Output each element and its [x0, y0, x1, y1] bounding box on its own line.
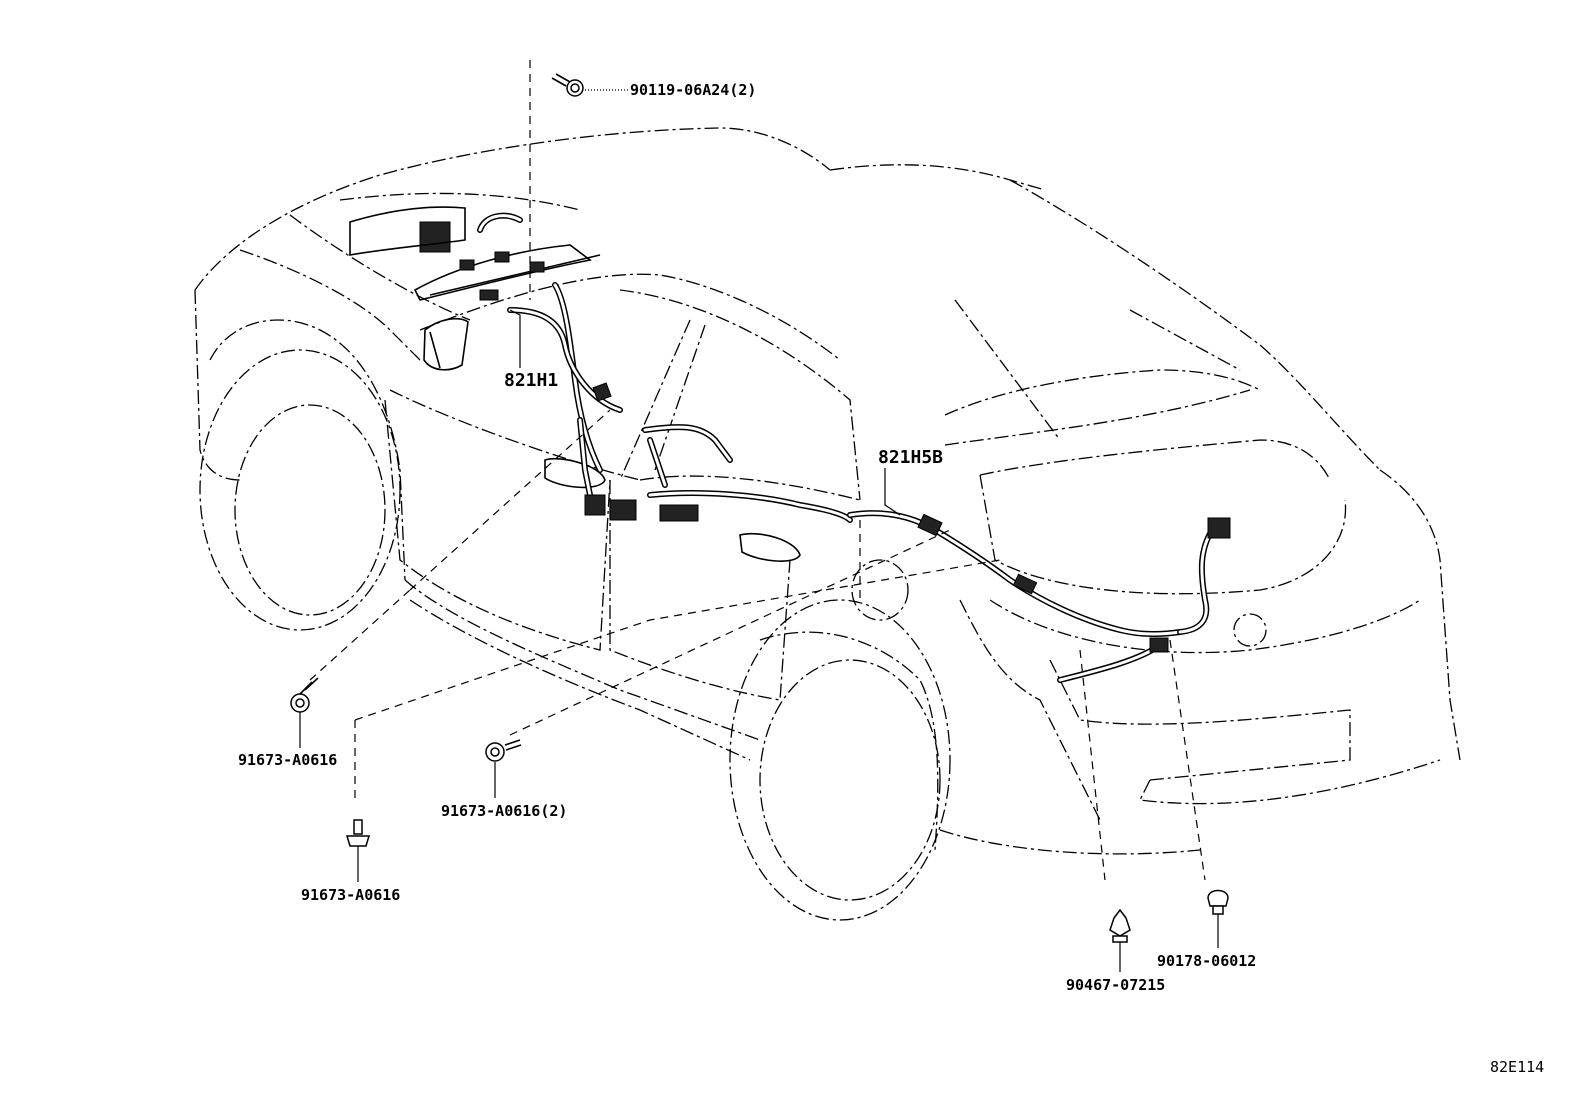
label-clip-90178: 90178-06012: [1157, 952, 1256, 970]
screw-90467-icon: [1109, 908, 1131, 943]
clip-91673-lower-icon: [345, 819, 371, 847]
engine-junction-components: [349, 206, 601, 301]
label-clip-91673-left: 91673-A0616: [238, 751, 337, 769]
label-screw-90467: 90467-07215: [1066, 976, 1165, 994]
label-leaders: [299, 89, 1219, 972]
label-clip-91673-mid: 91673-A0616(2): [441, 802, 567, 820]
label-harness-821H5B: 821H5B: [878, 447, 943, 468]
assembly-lines: [309, 60, 1206, 881]
bolt-90119-icon: [551, 73, 584, 97]
label-bolt-90119: 90119-06A24(2): [630, 81, 756, 99]
diagram-id: 82E114: [1490, 1058, 1544, 1076]
harness-821H1: [507, 282, 853, 523]
label-clip-91673-lower: 91673-A0616: [301, 886, 400, 904]
clip-90178-icon: [1207, 889, 1229, 915]
vehicle-body-outline: [194, 127, 1461, 921]
label-harness-821H1: 821H1: [504, 370, 558, 391]
clip-91673-left-icon: [290, 677, 319, 713]
clip-91673-mid-icon: [485, 739, 522, 762]
harness-821H5B: [847, 510, 1231, 683]
